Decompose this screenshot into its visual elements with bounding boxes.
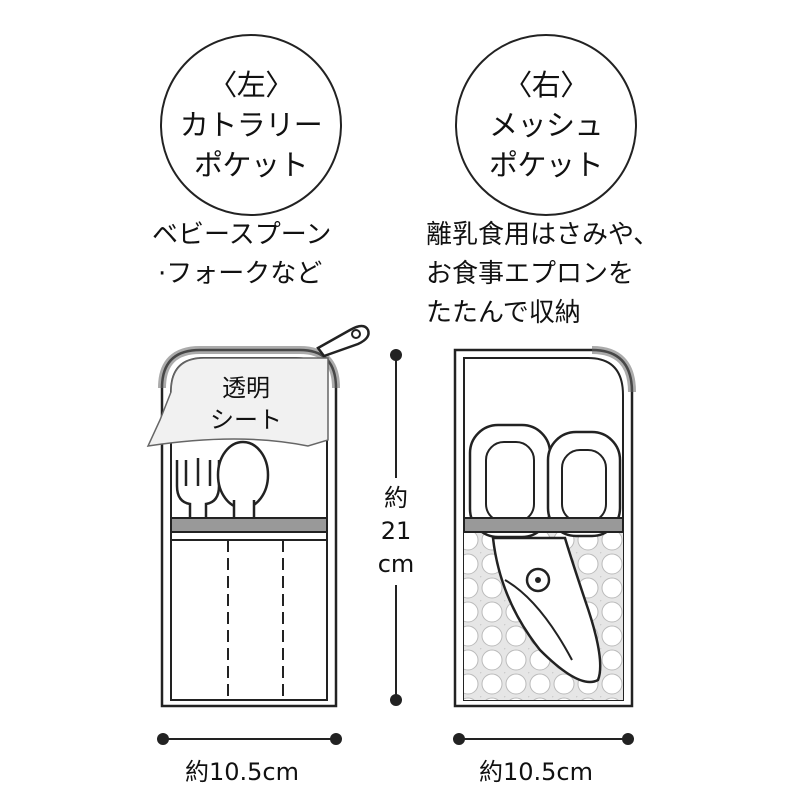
- left-width-label: 約10.5cm: [185, 758, 300, 786]
- left-pouch: [146, 324, 370, 708]
- height-label-line-2: 21: [380, 517, 412, 545]
- transparent-sheet-label: 透明 シート: [198, 372, 294, 436]
- right-desc-line-2: お食事エプロンを: [426, 259, 635, 289]
- sheet-label-line-1: 透明: [222, 374, 270, 402]
- spoon-icon: [216, 440, 270, 522]
- right-description: 離乳食用はさみや、 お食事エプロンを たたんで収納: [426, 216, 659, 333]
- zipper-pull: [316, 324, 370, 358]
- right-desc-line-1: 離乳食用はさみや、: [426, 220, 660, 250]
- left-description: ベビースプーン ·フォークなど: [152, 216, 331, 294]
- right-width-dimension: [453, 733, 634, 745]
- left-pocket-circle: 〈左〉 カトラリー ポケット: [160, 34, 342, 216]
- right-circle-line-2: メッシュ: [488, 108, 604, 142]
- right-pouch: [453, 346, 636, 708]
- right-circle-line-3: ポケット: [488, 148, 604, 182]
- scissors-icon: [468, 423, 622, 684]
- left-circle-line-1: 〈左〉: [208, 68, 294, 102]
- transparent-sheet: [146, 357, 329, 447]
- height-dimension: [390, 349, 402, 706]
- left-circle-line-3: ポケット: [193, 148, 309, 182]
- left-desc-line-2: ·フォークなど: [158, 259, 323, 289]
- sheet-label-line-2: シート: [210, 406, 282, 434]
- height-label-line-3: cm: [377, 550, 415, 578]
- right-circle-line-1: 〈右〉: [503, 68, 589, 102]
- left-width-dimension: [157, 733, 342, 745]
- left-desc-line-1: ベビースプーン: [152, 220, 332, 250]
- height-label-line-1: 約: [384, 484, 408, 512]
- right-desc-line-3: たたんで収納: [426, 298, 581, 328]
- height-label: 約 21 cm: [372, 482, 420, 581]
- right-width-label: 約10.5cm: [479, 758, 594, 786]
- left-circle-line-2: カトラリー: [179, 108, 323, 142]
- right-pocket-circle: 〈右〉 メッシュ ポケット: [455, 34, 637, 216]
